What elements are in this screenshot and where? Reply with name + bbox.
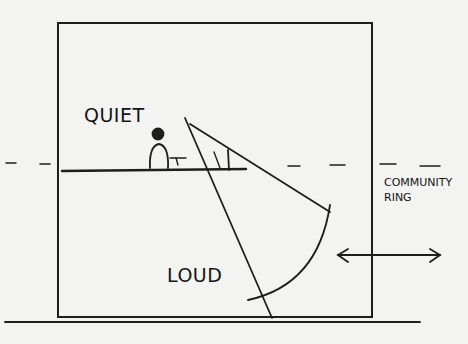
dashed-line	[6, 163, 440, 166]
ground-line	[5, 321, 420, 323]
chair-mark	[176, 158, 178, 165]
chair-mark	[170, 157, 186, 158]
wall-tick	[228, 150, 229, 170]
zone-label: QUIET	[84, 104, 145, 126]
person-head	[153, 129, 164, 140]
sound-arc	[248, 205, 330, 300]
arrow-head	[430, 249, 440, 262]
room-outline: QUIET LOUD	[57, 22, 373, 318]
arrow-head	[338, 249, 348, 262]
note-label: COMMUNITY RING	[384, 176, 464, 206]
wall-tick	[214, 152, 220, 168]
sight-line	[190, 124, 330, 212]
zone-label: LOUD	[167, 264, 222, 286]
person-body	[150, 144, 168, 168]
double-arrow	[338, 254, 440, 256]
desk-line	[62, 169, 246, 171]
